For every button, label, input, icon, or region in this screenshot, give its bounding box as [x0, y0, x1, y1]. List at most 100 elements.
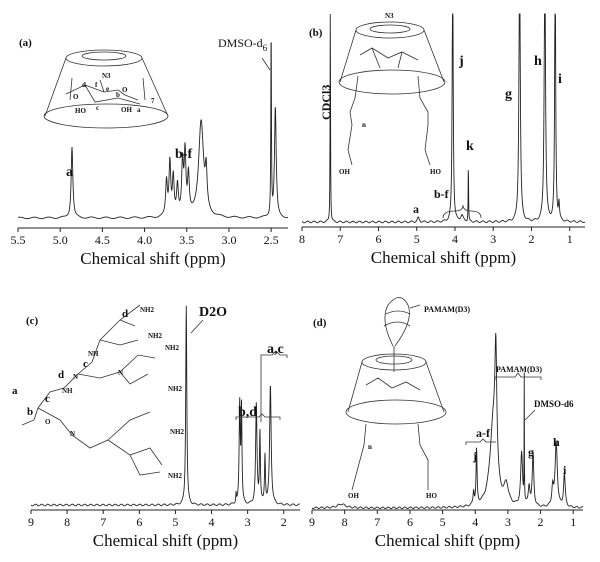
x-tick-label: 4 — [452, 232, 458, 246]
bracket-bd — [235, 413, 281, 420]
solvent-arrow — [261, 57, 271, 71]
x-tick-label: 5 — [414, 232, 420, 246]
x-tick-label: 6 — [136, 515, 142, 529]
svg-text:O: O — [45, 418, 51, 426]
x-tick-label: 4 — [209, 515, 215, 529]
svg-text:NH2: NH2 — [148, 332, 163, 340]
svg-text:7: 7 — [151, 97, 155, 105]
x-tick-label: 3 — [505, 515, 511, 529]
x-tick-label: 6 — [407, 515, 413, 529]
x-tick-label: 1 — [570, 515, 576, 529]
x-tick-label: 7 — [337, 232, 343, 246]
x-tick-label: 2.5 — [264, 233, 279, 247]
spectrum-line — [311, 332, 584, 510]
peak-label-af: a-f — [476, 426, 491, 440]
x-tick-label: 4 — [472, 515, 478, 529]
bracket-pamam — [494, 372, 542, 380]
svg-text:HO: HO — [426, 492, 437, 500]
peak-label-ac: a,c — [267, 342, 284, 357]
x-tick-label: 8 — [299, 232, 305, 246]
x-tick-label: 5 — [172, 515, 178, 529]
solvent-arrow — [190, 319, 204, 334]
bracket-ac — [260, 350, 288, 422]
panel-b-label: (b) — [309, 27, 323, 39]
peak-label-a: a — [413, 202, 419, 216]
svg-text:N: N — [73, 373, 78, 381]
x-tick-label: 3 — [245, 515, 251, 529]
svg-text:b: b — [116, 91, 120, 99]
pamam-top-label: PAMAM(D3) — [424, 305, 470, 314]
pamam-cd-pcl-structure-d: OH HO n — [345, 297, 447, 500]
svg-text:b: b — [27, 406, 33, 418]
svg-text:N: N — [70, 430, 75, 438]
x-axis-title: Chemical shift (ppm) — [371, 248, 516, 267]
svg-text:O: O — [73, 93, 79, 101]
x-axis-title: Chemical shift (ppm) — [80, 249, 225, 268]
svg-text:c: c — [83, 358, 88, 370]
peak-label-a: a — [66, 165, 73, 180]
bracket-bf — [442, 204, 482, 219]
solvent-arrow — [524, 409, 536, 421]
x-tick-label: 3 — [490, 232, 496, 246]
solvent-label-a: DMSO-d6 — [218, 36, 268, 53]
svg-text:N3: N3 — [385, 12, 394, 20]
svg-text:a: a — [12, 385, 18, 397]
solvent-label-c: D2O — [199, 305, 227, 320]
x-tick-label: 3.5 — [179, 233, 194, 247]
x-tick-label: 6 — [375, 232, 381, 246]
peak-label-h: h — [534, 54, 542, 69]
svg-text:c: c — [45, 393, 50, 405]
svg-text:a: a — [137, 106, 141, 114]
svg-text:d: d — [122, 308, 128, 320]
x-tick-label: 4.0 — [137, 233, 152, 247]
x-tick-label: 5.0 — [53, 233, 68, 247]
svg-text:d: d — [82, 81, 86, 89]
peak-label-h: h — [553, 435, 560, 449]
x-axis-title: Chemical shift (ppm) — [93, 531, 238, 550]
svg-text:NH2: NH2 — [168, 385, 183, 393]
panel-c-label: (c) — [26, 315, 39, 327]
x-tick-label: 5 — [440, 515, 446, 529]
panel-a-label: (a) — [19, 37, 32, 49]
svg-text:O: O — [122, 86, 128, 94]
solvent-label-d: DMSO-d6 — [534, 399, 574, 409]
spectrum-line — [301, 13, 586, 224]
svg-text:n: n — [368, 443, 372, 451]
svg-text:N3: N3 — [102, 72, 111, 80]
svg-text:NH: NH — [62, 387, 73, 395]
svg-text:OH: OH — [121, 106, 132, 114]
cyclodextrin-structure-a: N3 HO OH O O 7 c b d e f a — [43, 49, 169, 129]
svg-text:HO: HO — [75, 107, 86, 115]
spectrum-line — [30, 305, 301, 507]
x-tick-label: 8 — [64, 515, 70, 529]
svg-text:NH: NH — [88, 350, 99, 358]
svg-text:c: c — [96, 104, 99, 112]
x-tick-label: 2 — [281, 515, 287, 529]
spectrum-line — [17, 42, 289, 220]
bracket-af — [465, 438, 496, 445]
svg-text:OH: OH — [348, 492, 359, 500]
peak-label-i: i — [558, 72, 562, 87]
x-tick-label: 2 — [528, 232, 534, 246]
svg-text:NH2: NH2 — [140, 306, 155, 314]
pamam-dendron-structure-c: a b c c d d NH2 NH2 NH2 NH2 NH2 NH2 NH N… — [12, 304, 185, 480]
peak-label-j: j — [472, 449, 477, 463]
svg-text:n: n — [362, 121, 366, 129]
svg-text:NH2: NH2 — [165, 344, 180, 352]
solvent-label-b: CDCl3 — [319, 85, 333, 120]
x-tick-label: 9 — [309, 515, 315, 529]
svg-text:e: e — [106, 85, 109, 93]
peak-label-bf: b-f — [175, 147, 192, 162]
peak-label-i: i — [563, 463, 567, 477]
peak-label-g: g — [505, 87, 512, 102]
x-tick-label: 4.5 — [95, 233, 110, 247]
x-tick-label: 5.5 — [11, 233, 26, 247]
svg-text:d: d — [58, 369, 64, 381]
peak-label-bf: b-f — [434, 187, 450, 201]
x-tick-label: 1 — [567, 232, 573, 246]
